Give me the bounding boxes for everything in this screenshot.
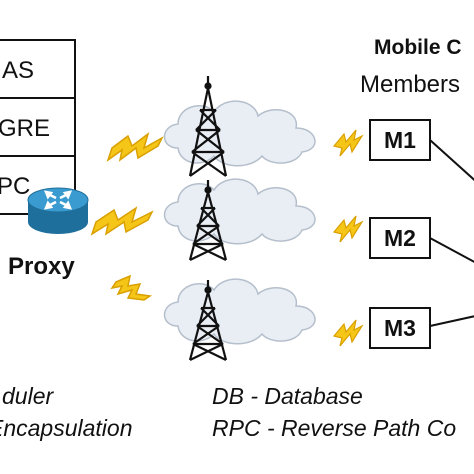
member-box — [369, 307, 431, 349]
stack-layer-label: PC — [0, 173, 30, 200]
lightning-bolts-left — [90, 132, 164, 301]
member-label: M3 — [384, 315, 416, 341]
cell-tower-icon — [188, 180, 228, 261]
stack-layer-box — [0, 97, 76, 157]
legend-item: Encapsulation — [0, 415, 133, 441]
mobile-group-title: Mobile C — [374, 36, 462, 59]
member-connections — [429, 139, 474, 327]
stack-layer-label: GRE — [0, 115, 50, 142]
member-box — [369, 119, 431, 161]
member-boxes: M1 M2 M3 — [369, 119, 431, 349]
legend-item: RPC - Reverse Path Co — [212, 415, 456, 441]
lightning-bolt-icon — [90, 206, 154, 236]
member-label: M1 — [384, 127, 416, 153]
lightning-bolts-right — [332, 129, 364, 347]
cloud-icon — [163, 100, 316, 167]
lightning-bolt-icon — [332, 215, 364, 243]
lightning-bolt-icon — [332, 129, 364, 157]
stack-layer-box — [0, 39, 76, 99]
lightning-bolt-icon — [106, 132, 164, 162]
mobile-group-subtitle: Members — [360, 71, 460, 98]
lightning-bolt-icon — [332, 319, 364, 347]
router-icon — [27, 187, 89, 234]
stack-layer-label: AS — [2, 57, 34, 84]
cell-towers — [188, 76, 228, 361]
protocol-stack: AS GRE PC — [0, 39, 76, 215]
member-label: M2 — [384, 225, 416, 251]
proxy-label: Proxy — [8, 253, 75, 280]
legend: duler Encapsulation DB - Database RPC - … — [0, 383, 456, 441]
cloud-icon — [163, 178, 316, 245]
legend-item: DB - Database — [212, 383, 363, 409]
cell-tower-icon — [188, 76, 228, 177]
legend-item: duler — [2, 383, 54, 409]
clouds — [163, 100, 316, 345]
cloud-icon — [163, 278, 316, 345]
lightning-bolt-icon — [110, 274, 153, 301]
cell-tower-icon — [188, 280, 228, 361]
member-box — [369, 217, 431, 259]
